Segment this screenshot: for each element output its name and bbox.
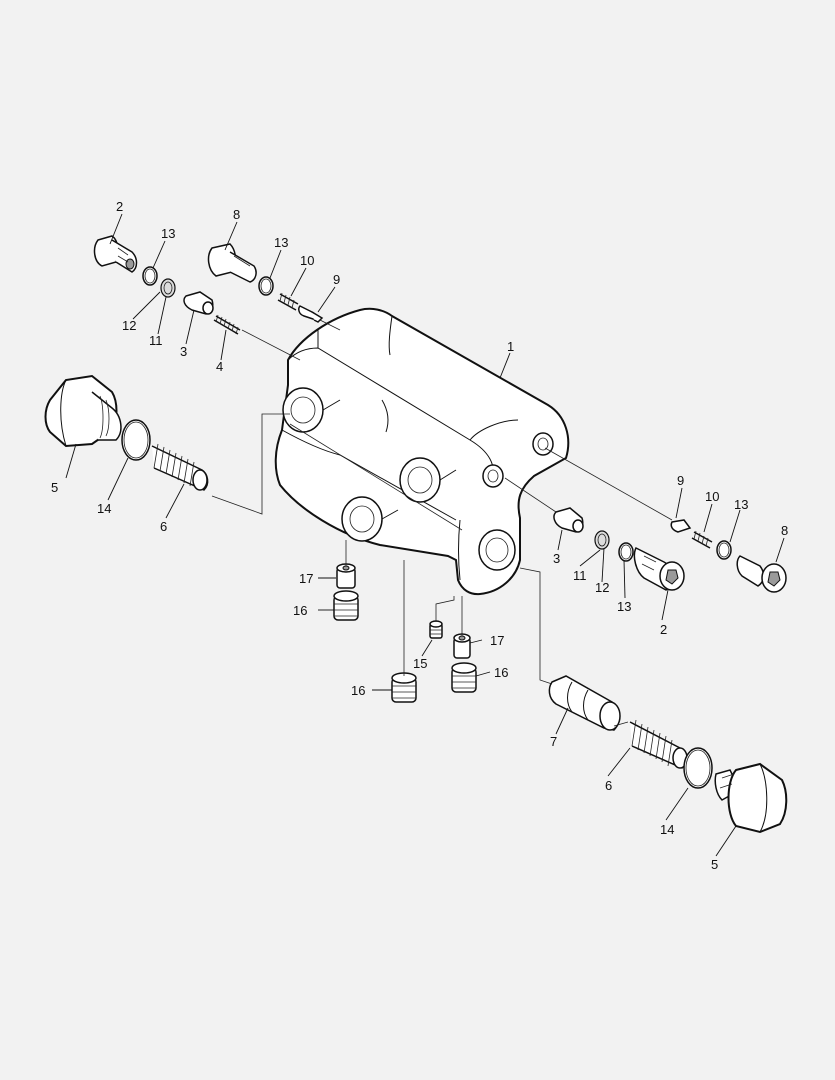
ring-part-11-right (594, 530, 610, 550)
leader-lines (65, 213, 785, 857)
hex-plug-part-5-right (714, 762, 788, 834)
label-13-right-a: 13 (734, 497, 748, 512)
label-10-right: 10 (705, 489, 719, 504)
label-10-upper: 10 (300, 253, 314, 268)
label-13-upper-a: 13 (161, 226, 175, 241)
label-3-upper: 3 (180, 344, 187, 359)
label-7: 7 (550, 734, 557, 749)
check-valve-plug-part-2-right (633, 546, 685, 591)
label-15: 15 (413, 656, 427, 671)
label-6-right: 6 (605, 778, 612, 793)
plug-part-8-right (736, 555, 787, 593)
label-11-right: 11 (573, 568, 587, 583)
valve-body-part-1 (274, 307, 570, 596)
label-17-right: 17 (490, 633, 504, 648)
label-2-right: 2 (660, 622, 667, 637)
label-8-upper: 8 (233, 207, 240, 222)
o-ring-part-14-left (121, 419, 151, 461)
poppet-part-3-right (553, 507, 584, 533)
plug-part-17-left (336, 563, 356, 589)
label-16-right: 16 (494, 665, 508, 680)
plug-part-17-right (453, 633, 471, 659)
pin-part-9-upper (298, 305, 324, 323)
pin-part-9-right (670, 519, 692, 533)
label-1: 1 (507, 339, 514, 354)
label-9-upper: 9 (333, 272, 340, 287)
plug-part-16-left (333, 590, 359, 621)
spool-part-7 (548, 675, 621, 731)
label-12-upper: 12 (122, 318, 136, 333)
label-3-right: 3 (553, 551, 560, 566)
plug-part-16-bottom (391, 672, 417, 703)
spring-part-10-right (691, 530, 713, 549)
label-14-right: 14 (660, 822, 674, 837)
part-labels: 1 2 13 8 13 10 9 12 11 3 4 5 14 6 17 16 … (51, 199, 788, 872)
assembly-lines (211, 319, 673, 727)
plug-part-8-upper (207, 243, 257, 283)
label-14-left: 14 (97, 501, 111, 516)
check-valve-plug-part-2-upper (93, 235, 138, 273)
label-4: 4 (216, 359, 223, 374)
label-16-bottom: 16 (351, 683, 365, 698)
label-13-upper-b: 13 (274, 235, 288, 250)
o-ring-part-14-right (683, 747, 713, 789)
backup-ring-part-12-upper (160, 278, 176, 298)
label-11-upper: 11 (149, 333, 163, 348)
label-2-upper: 2 (116, 199, 123, 214)
spring-part-10-upper (277, 292, 299, 311)
spring-part-6-right (629, 719, 688, 769)
poppet-part-3-upper (183, 291, 214, 315)
label-8-right: 8 (781, 523, 788, 538)
label-13-right-b: 13 (617, 599, 631, 614)
label-5-right: 5 (711, 857, 718, 872)
label-16-left: 16 (293, 603, 307, 618)
hex-plug-part-5-left (44, 374, 122, 448)
spring-part-6-left (151, 443, 209, 491)
label-9-right: 9 (677, 473, 684, 488)
plug-part-16-right (451, 662, 477, 693)
spring-part-4 (213, 314, 241, 335)
label-12-right: 12 (595, 580, 609, 595)
plug-part-15 (429, 620, 443, 639)
label-17-left: 17 (299, 571, 313, 586)
label-6-left: 6 (160, 519, 167, 534)
label-5-left: 5 (51, 480, 58, 495)
